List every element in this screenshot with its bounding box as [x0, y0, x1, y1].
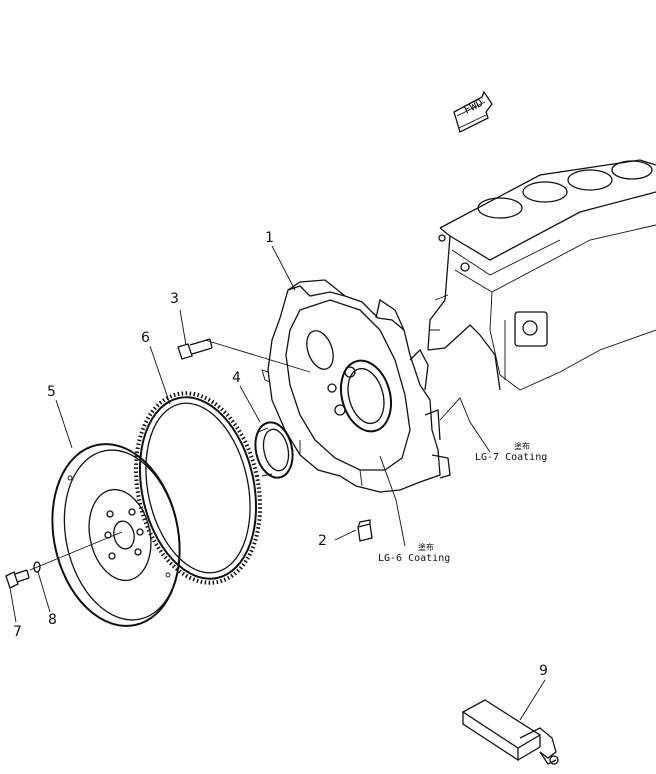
- lg6-note: LG-6 Coating: [378, 553, 451, 564]
- flywheel-housing: [261, 279, 451, 493]
- oil-seal: [254, 421, 294, 479]
- callout-1: 1: [265, 230, 274, 246]
- lg7-note: LG-7 Coating: [475, 452, 548, 463]
- leader-lines: [9, 245, 546, 721]
- engine-block: [427, 159, 656, 391]
- callout-4: 4: [232, 370, 241, 386]
- callout-5: 5: [47, 384, 56, 400]
- callout-8: 8: [48, 612, 57, 628]
- bolt-part-3: [177, 338, 213, 360]
- callout-2: 2: [318, 533, 327, 549]
- plug-part-2: [357, 519, 373, 542]
- callout-3: 3: [170, 291, 179, 307]
- bolt-part-7: [5, 569, 30, 589]
- callout-9: 9: [539, 663, 548, 679]
- ring-gear: [134, 391, 262, 585]
- special-tool: [461, 699, 559, 765]
- callout-6: 6: [141, 330, 150, 346]
- lg7-note-jp: 塗布: [514, 442, 530, 451]
- fwd-arrow-icon: [453, 90, 493, 133]
- callout-7: 7: [13, 624, 22, 640]
- lg6-note-jp: 塗布: [418, 543, 434, 552]
- flywheel: [51, 443, 181, 627]
- washer-part-8: [33, 561, 41, 573]
